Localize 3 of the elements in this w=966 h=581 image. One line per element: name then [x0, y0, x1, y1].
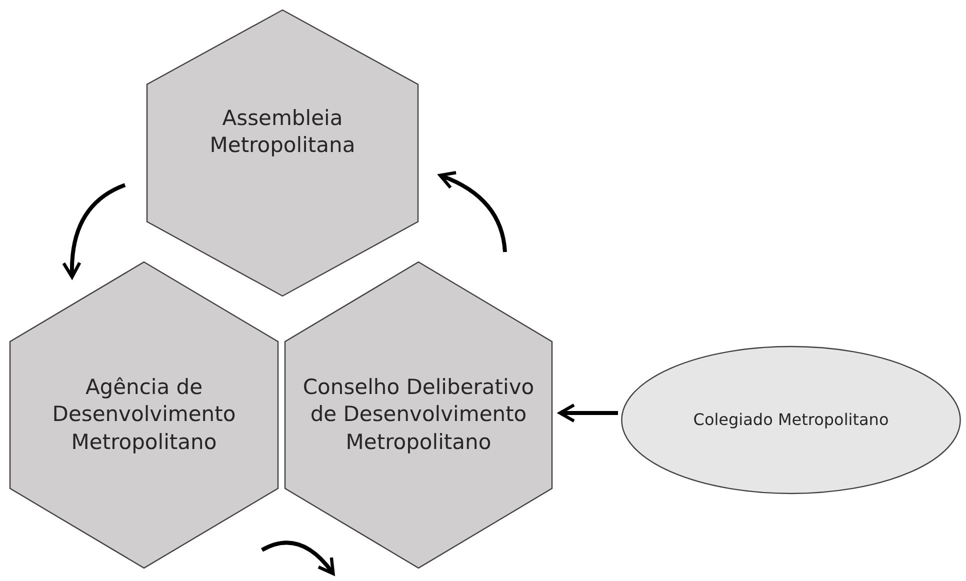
arrow: [438, 172, 507, 252]
arrow: [558, 403, 618, 423]
arrow: [62, 183, 126, 279]
